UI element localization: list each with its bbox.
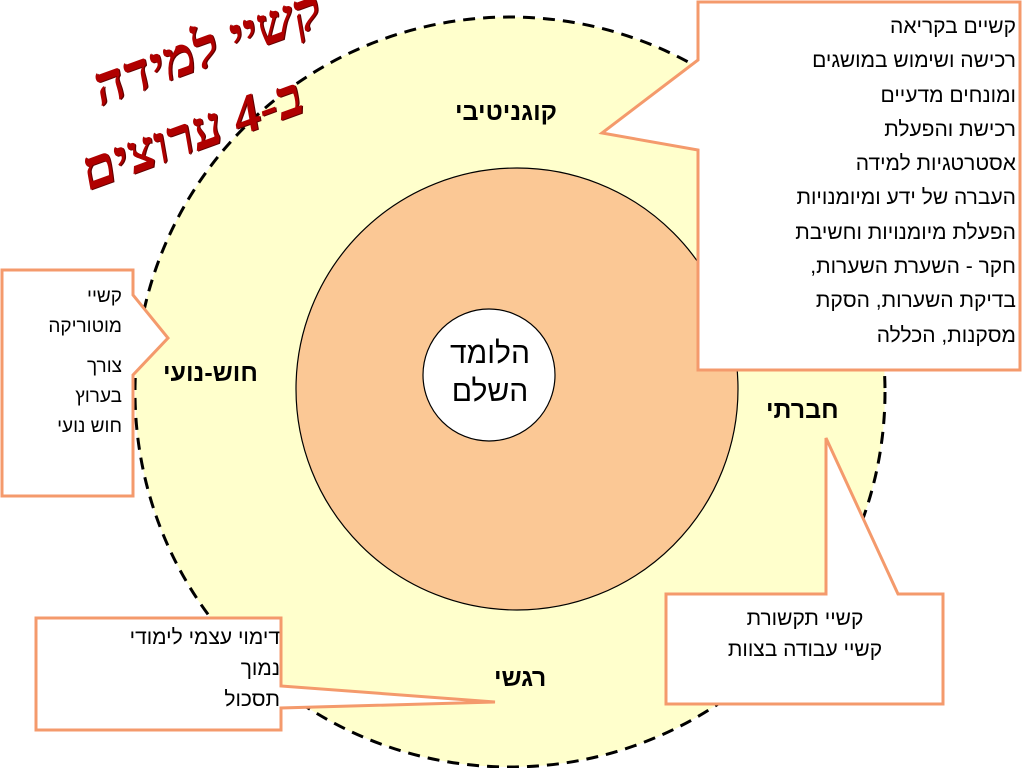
callout-line: מוטוריקה [48, 316, 122, 337]
callout-line: קשיי תקשורת [746, 607, 864, 630]
callout-line: רכישה ושימוש במושגים [812, 49, 1016, 73]
social-callout [664, 437, 945, 706]
callout-line: רכישת והפעלת [884, 117, 1016, 141]
callout-line: בדיקת השערות, הסקת [815, 289, 1016, 313]
callout-line: העברה של ידע ומיומנויות [796, 186, 1016, 210]
emotional-callout-text: דימוי עצמי לימודי נמוך תסכול [40, 622, 280, 715]
callout-line: אסטרטגיות למידה [855, 152, 1016, 176]
center-label-line-2: השלם [451, 375, 529, 408]
callout-line: חוש נועי [57, 416, 122, 437]
social-callout-text: קשיי תקשורת קשיי עבודה בצוות [672, 603, 938, 665]
center-label-line-1: הלומד [450, 337, 530, 370]
center-circle [422, 308, 556, 442]
callout-line: ומונחים מדעיים [880, 83, 1016, 107]
callout-line: חקר - השערת השערות, [810, 255, 1016, 279]
emotional-callout [34, 616, 496, 732]
ring-label-cognitive: קוגניטיבי [455, 98, 557, 126]
callout-line: דימוי עצמי לימודי [129, 626, 280, 649]
center-label: הלומד השלם [425, 335, 555, 411]
motor-callout [0, 268, 170, 498]
callout-line: תסכול [224, 688, 280, 711]
cognitive-callout [598, 0, 1022, 372]
callout-line: נמוך [240, 657, 280, 680]
ring-label-social: חברתי [766, 396, 839, 424]
callout-line: צורך [86, 356, 122, 377]
callout-line: קשיים בקריאה [890, 15, 1016, 38]
ring-label-sensory-motor: חוש-נועי [163, 359, 258, 387]
callout-line: קשיי [87, 286, 122, 307]
callout-line: קשיי עבודה בצוות [727, 638, 883, 661]
cognitive-callout-text: קשיים בקריאה רכישה ושימוש במושגים ומונחי… [706, 10, 1016, 353]
callout-line: מסקנות, הכללה [876, 323, 1016, 347]
ring-label-emotional: רגשי [494, 664, 547, 692]
callout-line: הפעלת מיומנויות וחשיבת [795, 220, 1016, 244]
motor-callout-text: קשיי מוטוריקה צורך בערוץ חוש נועי [6, 282, 122, 442]
callout-line: בערוץ [75, 386, 122, 407]
